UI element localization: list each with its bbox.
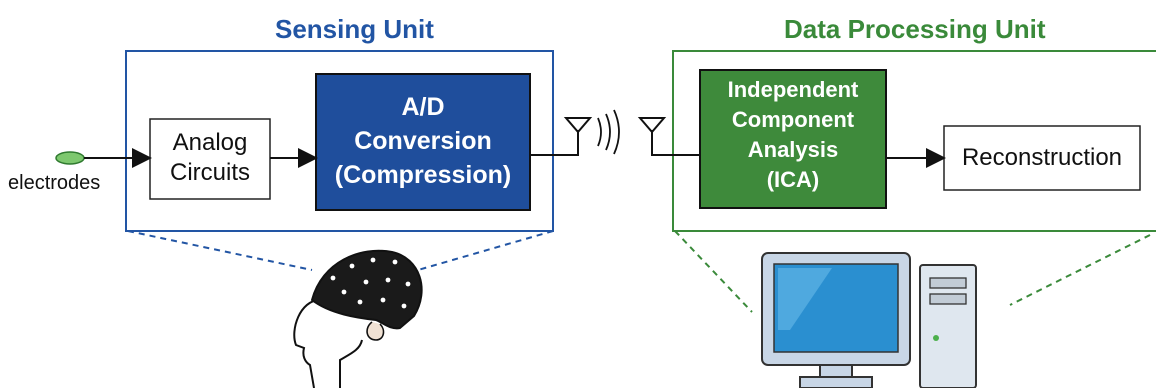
ad-conversion-label: A/D Conversion (Compression): [316, 90, 530, 192]
processing-zoom-line-right: [1009, 234, 1151, 306]
processing-zoom-line-left: [674, 230, 753, 313]
receive-antenna-icon: [637, 117, 667, 134]
data-processing-unit-title: Data Processing Unit: [784, 14, 1046, 44]
computer-icon: [761, 252, 977, 388]
analog-circuits-label: Analog Circuits: [150, 128, 270, 188]
analog-line1: Analog: [172, 129, 248, 156]
ad-line3: (Compression): [334, 161, 512, 189]
sensing-zoom-line-right: [417, 230, 554, 271]
reconstruction-box: [943, 125, 1141, 191]
wireless-wave-icon: [605, 113, 611, 151]
ad-line2: Conversion: [354, 127, 492, 155]
sensing-zoom-line-left: [127, 230, 313, 271]
ica-line3: Analysis: [747, 137, 839, 162]
wireless-wave-icon: [597, 117, 602, 147]
sensing-unit-title: Sensing Unit: [275, 14, 434, 44]
sensing-unit-frame: [125, 50, 554, 232]
data-processing-unit-frame: [672, 50, 1156, 232]
head-with-eeg-cap-icon: [293, 249, 423, 388]
antenna-to-ica-line: [651, 130, 700, 156]
electrodes-label: electrodes: [8, 172, 101, 194]
ica-line2: Component: [731, 107, 855, 132]
electrode-shape: [55, 151, 85, 165]
transmit-antenna-icon: [563, 117, 593, 134]
ica-label: Independent Component Analysis (ICA): [700, 75, 886, 195]
ad-line1: A/D: [401, 93, 445, 121]
ad-conversion-box: [315, 73, 531, 211]
reconstruction-label: Reconstruction: [961, 144, 1123, 171]
ad-to-antenna-line: [530, 130, 579, 156]
ica-line4: (ICA): [766, 167, 820, 192]
analog-line2: Circuits: [169, 159, 250, 186]
ica-line1: Independent: [727, 77, 859, 102]
ica-box: [699, 69, 887, 209]
wireless-wave-icon: [613, 109, 620, 155]
